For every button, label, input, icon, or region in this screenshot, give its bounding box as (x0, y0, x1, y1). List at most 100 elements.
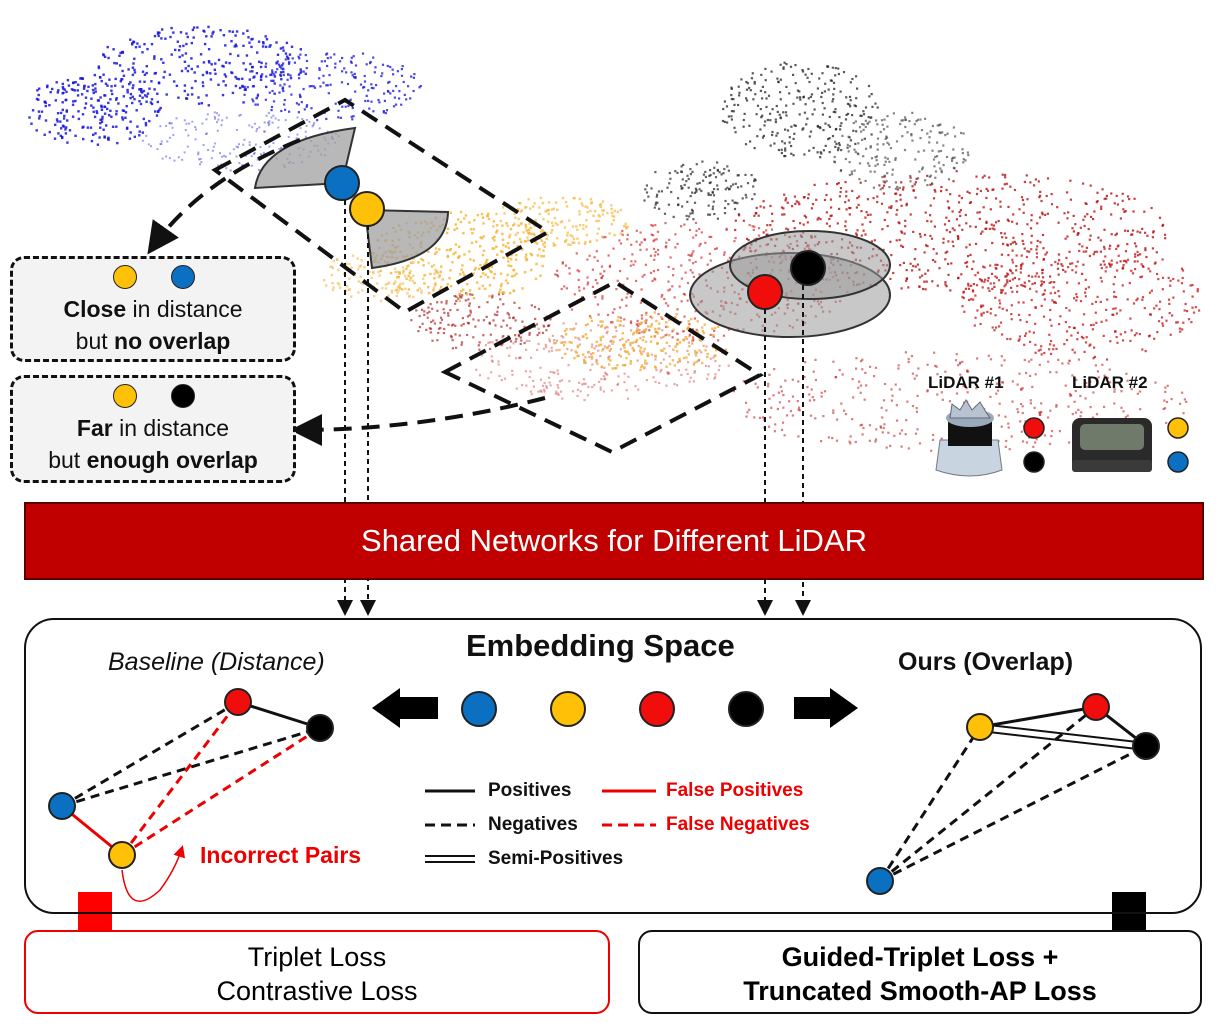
cloud-point (218, 114, 221, 117)
cloud-point (958, 194, 961, 197)
cloud-point (565, 287, 568, 290)
cloud-point (129, 120, 132, 123)
cloud-point (543, 245, 546, 248)
cloud-point (759, 89, 762, 92)
cloud-point (984, 249, 987, 252)
cloud-point (601, 297, 604, 300)
cloud-point (1033, 406, 1036, 409)
cloud-point (172, 134, 175, 136)
cloud-point (777, 391, 780, 394)
cloud-point (791, 205, 794, 208)
cloud-point (61, 101, 64, 104)
cloud-point (1040, 402, 1043, 405)
cloud-point (242, 143, 245, 146)
cloud-point (965, 387, 968, 390)
cloud-point (874, 366, 877, 369)
cloud-point (252, 100, 255, 103)
cloud-point (320, 60, 323, 63)
cloud-point (703, 323, 706, 326)
cloud-point (133, 57, 136, 60)
cloud-point (186, 93, 190, 96)
cloud-point (95, 111, 99, 115)
cloud-point (682, 330, 685, 333)
cloud-point (545, 386, 548, 389)
cloud-point (969, 225, 972, 228)
cloud-point (904, 118, 907, 121)
cloud-point (968, 191, 971, 195)
cloud-point (378, 274, 381, 277)
cloud-point (533, 224, 536, 228)
cloud-point (111, 125, 115, 128)
cloud-point (485, 258, 489, 262)
cloud-point (199, 163, 201, 166)
cloud-point (740, 78, 743, 81)
cloud-point (382, 110, 385, 113)
cloud-point (589, 198, 593, 201)
cloud-point (811, 396, 814, 399)
cloud-point (717, 368, 720, 372)
cloud-point (1191, 284, 1194, 287)
cloud-point (712, 194, 716, 197)
cloud-point (337, 109, 340, 112)
cloud-point (537, 390, 540, 393)
cloud-point (608, 344, 611, 347)
cloud-point (950, 262, 953, 265)
cloud-point (904, 219, 907, 222)
cloud-point (653, 254, 656, 257)
cloud-point (260, 74, 263, 78)
cloud-point (923, 280, 926, 283)
cloud-point (251, 37, 254, 41)
cloud-point (685, 337, 689, 340)
cloud-point (1041, 283, 1044, 286)
cloud-point (608, 349, 611, 352)
cloud-point (432, 288, 435, 292)
cloud-point (303, 108, 306, 111)
cloud-point (483, 287, 487, 291)
cloud-point (1113, 390, 1116, 393)
cloud-point (1066, 281, 1069, 284)
cloud-point (439, 321, 442, 324)
cloud-point (155, 114, 159, 117)
cloud-point (410, 319, 413, 322)
cloud-point (268, 120, 271, 123)
cloud-point (967, 255, 970, 258)
cloud-point (556, 237, 559, 240)
cloud-point (1004, 173, 1007, 177)
cloud-point (565, 238, 568, 242)
cloud-point (1029, 227, 1033, 230)
left-arrow-icon (372, 688, 438, 728)
cloud-point (264, 45, 268, 49)
cloud-point (635, 229, 638, 232)
cloud-point (890, 254, 893, 257)
cloud-point (632, 349, 636, 352)
cloud-point (1136, 230, 1139, 233)
cloud-point (855, 97, 858, 100)
cloud-point (242, 101, 245, 104)
cloud-point (632, 331, 636, 335)
cloud-point (904, 125, 907, 129)
cloud-point (578, 270, 581, 273)
cloud-point (358, 265, 361, 268)
cloud-point (1091, 328, 1094, 331)
cloud-point (1000, 289, 1003, 292)
cloud-point (989, 312, 992, 315)
cloud-point (1101, 363, 1104, 366)
cloud-point (1034, 373, 1037, 376)
cloud-point (1084, 291, 1087, 294)
cloud-point (457, 218, 460, 221)
cloud-point (870, 93, 873, 96)
cloud-point (149, 101, 153, 104)
cloud-point (562, 322, 565, 325)
cloud-point (62, 125, 66, 128)
cloud-point (707, 193, 710, 196)
cloud-point (1003, 183, 1006, 186)
cloud-point (742, 118, 745, 122)
cloud-point (219, 29, 222, 32)
cloud-point (156, 32, 160, 35)
cloud-point (1085, 385, 1089, 388)
cloud-point (121, 118, 125, 121)
cloud-point (895, 200, 898, 203)
cloud-point (1115, 335, 1118, 339)
cloud-point (1099, 276, 1102, 279)
cloud-point (654, 358, 657, 361)
